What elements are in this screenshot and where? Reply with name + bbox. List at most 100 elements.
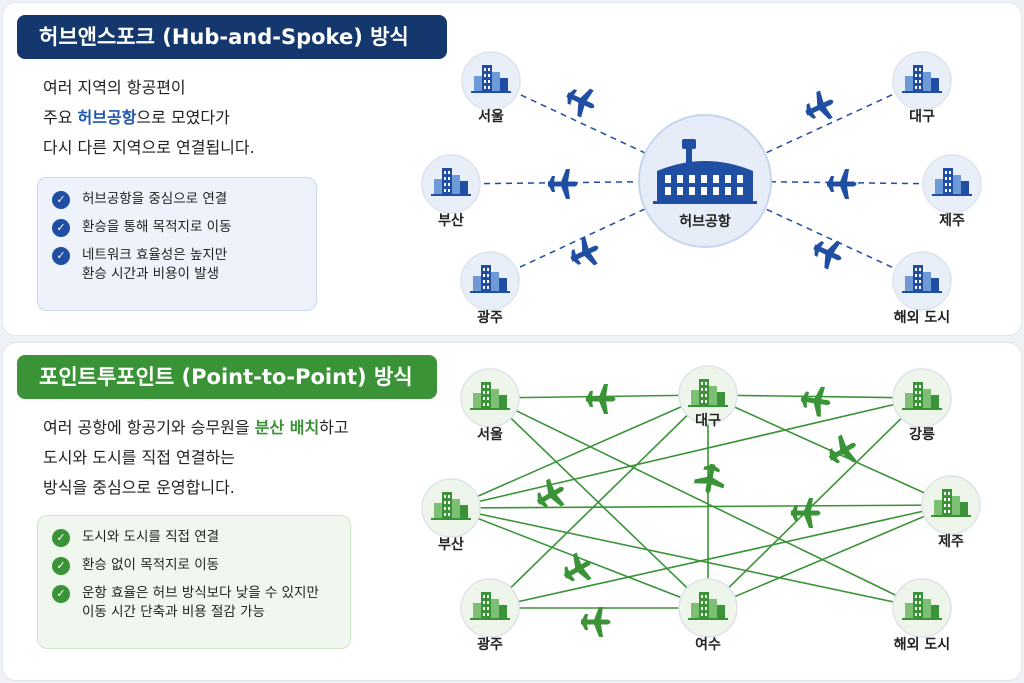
hub-feature-text: 네트워크 효율성은 높지만 환승 시간과 비용이 발생: [82, 247, 228, 282]
city-buildings-icon: [470, 382, 510, 410]
p2p-desc-line3: 방식을 중심으로 운영합니다.: [43, 478, 235, 497]
p2p-route-line: [450, 504, 952, 509]
hub-feature-item: ✓환승을 통해 목적지로 이동: [52, 218, 300, 237]
p2p-description: 여러 공항에 항공기와 승무원을 분산 배치하고 도시와 도시를 직접 연결하는…: [43, 413, 349, 503]
hub-city-node: 광주: [460, 251, 520, 326]
p2p-route-line: [450, 507, 709, 609]
p2p-feature-item: ✓ 운항 효율은 허브 방식보다 낮을 수 있지만 이동 시간 단축과 비용 절감…: [52, 584, 334, 622]
hub-feature-text: 환승을 통해 목적지로 이동: [82, 219, 232, 235]
p2p-city-node-label: 서울: [477, 426, 503, 443]
city-buildings-icon: [902, 265, 942, 293]
hub-city-node: 해외 도시: [892, 251, 952, 326]
p2p-city-node-label: 제주: [938, 534, 964, 550]
check-circle-icon: ✓: [52, 247, 70, 265]
p2p-city-node: 강릉: [892, 368, 952, 443]
check-circle-icon: ✓: [52, 191, 70, 209]
city-buildings-icon: [471, 65, 511, 93]
p2p-city-node: 해외 도시: [892, 578, 952, 653]
hub-airport-label: 허브공항: [679, 213, 731, 230]
hub-desc-line2: 주요 허브공항으로 모였다가: [43, 103, 255, 133]
point-to-point-panel: 포인트투포인트 (Point-to-Point) 방식 여러 공항에 항공기와 …: [2, 342, 1022, 681]
p2p-city-node-label: 광주: [477, 636, 503, 653]
hub-city-node: 제주: [922, 154, 982, 229]
airplane-icon: [805, 90, 834, 120]
airplane-icon: [827, 169, 857, 199]
city-buildings-icon: [931, 489, 971, 517]
airplane-icon: [570, 236, 599, 266]
airplane-icon: [791, 498, 821, 528]
hub-city-node: 서울: [461, 51, 521, 125]
p2p-desc-highlight: 분산 배치: [254, 418, 320, 437]
airplane-icon: [536, 478, 565, 508]
p2p-city-node: 서울: [460, 368, 520, 443]
city-buildings-icon: [431, 492, 471, 520]
p2p-route-line: [707, 504, 952, 609]
p2p-feature-list: ✓ 도시와 도시를 직접 연결 ✓ 환승 없이 목적지로 이동 ✓ 운항 효율은 허브…: [37, 515, 351, 649]
airplane-icon: [563, 552, 592, 582]
check-circle-icon: ✓: [52, 557, 70, 575]
city-buildings-icon: [470, 265, 510, 293]
p2p-city-node: 여수: [678, 578, 738, 653]
hub-airport-node: 허브공항: [638, 114, 772, 248]
p2p-city-node: 부산: [421, 478, 481, 553]
p2p-feature-text: 운항 효율은 허브 방식보다 낮을 수 있지만 이동 시간 단축과 비용 절감 …: [82, 585, 319, 620]
city-buildings-icon: [902, 382, 942, 410]
hub-city-node-label: 광주: [477, 309, 503, 326]
p2p-city-node-label: 강릉: [909, 426, 935, 443]
p2p-route-line: [489, 394, 709, 609]
p2p-desc-line2: 도시와 도시를 직접 연결하는: [43, 448, 235, 467]
city-buildings-icon: [902, 65, 942, 93]
p2p-route-line: [707, 397, 923, 609]
hub-city-node-label: 제주: [939, 213, 965, 229]
city-buildings-icon: [431, 168, 471, 196]
p2p-city-node-label: 부산: [438, 536, 464, 553]
p2p-route-line: [450, 394, 709, 509]
p2p-route-line: [489, 397, 923, 609]
p2p-title: 포인트투포인트 (Point-to-Point) 방식: [17, 355, 437, 399]
hub-feature-list: ✓ 허브공항을 중심으로 연결 ✓환승을 통해 목적지로 이동 ✓ 네트워크 효율성…: [37, 177, 317, 311]
hub-title: 허브앤스포크 (Hub-and-Spoke) 방식: [17, 15, 447, 59]
p2p-route-line: [707, 394, 923, 399]
hub-city-node: 대구: [892, 51, 952, 125]
hub-desc-line2-post: 으로 모였다가: [136, 108, 230, 127]
airplane-icon: [581, 607, 611, 637]
airplane-icon: [566, 88, 595, 118]
p2p-feature-item: ✓ 도시와 도시를 직접 연결: [52, 528, 334, 547]
check-circle-icon: ✓: [52, 529, 70, 547]
hub-city-node-label: 해외 도시: [894, 309, 950, 326]
airplane-icon: [586, 384, 616, 414]
p2p-city-node: 대구: [678, 365, 738, 429]
airplane-icon: [813, 240, 842, 270]
p2p-feature-item: ✓ 환승 없이 목적지로 이동: [52, 556, 334, 575]
hub-city-node-label: 부산: [438, 212, 464, 229]
city-buildings-icon: [902, 592, 942, 620]
p2p-city-node: 광주: [460, 578, 520, 653]
p2p-route-line: [489, 397, 709, 609]
p2p-desc-line1-post: 하고: [319, 418, 349, 437]
p2p-desc-line1: 여러 공항에 항공기와 승무원을 분산 배치하고: [43, 413, 349, 443]
p2p-feature-text: 환승 없이 목적지로 이동: [82, 557, 220, 573]
p2p-route-line: [489, 504, 952, 609]
airport-terminal-icon: [653, 139, 757, 204]
p2p-desc-line1-pre: 여러 공항에 항공기와 승무원을: [43, 418, 255, 437]
p2p-route-line: [450, 397, 923, 509]
check-circle-icon: ✓: [52, 585, 70, 603]
p2p-city-node: 제주: [921, 475, 981, 550]
hub-feature-item: ✓ 네트워크 효율성은 높지만 환승 시간과 비용이 발생: [52, 246, 300, 284]
p2p-city-node-label: 해외 도시: [894, 636, 950, 653]
hub-description: 여러 지역의 항공편이 주요 허브공항으로 모였다가 다시 다른 지역으로 연결…: [43, 73, 255, 163]
p2p-route-line: [450, 507, 923, 609]
hub-city-node-label: 대구: [909, 109, 935, 125]
city-buildings-icon: [688, 592, 728, 620]
p2p-feature-text: 도시와 도시를 직접 연결: [82, 529, 220, 545]
hub-desc-line1: 여러 지역의 항공편이: [43, 78, 186, 97]
hub-desc-line3: 다시 다른 지역으로 연결됩니다.: [43, 138, 255, 157]
hub-desc-highlight: 허브공항: [77, 108, 137, 127]
airplane-icon: [548, 169, 578, 199]
hub-feature-item: ✓ 허브공항을 중심으로 연결: [52, 190, 300, 209]
city-buildings-icon: [932, 168, 972, 196]
hub-and-spoke-panel: 허브앤스포크 (Hub-and-Spoke) 방식 여러 지역의 항공편이 주요…: [2, 2, 1022, 336]
hub-feature-text: 허브공항을 중심으로 연결: [82, 191, 228, 207]
